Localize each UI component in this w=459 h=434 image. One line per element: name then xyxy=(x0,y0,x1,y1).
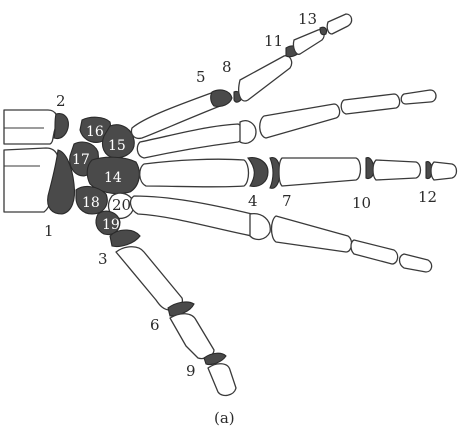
label-7: 7 xyxy=(282,192,292,210)
label-12: 12 xyxy=(418,188,437,206)
little-proximal-phalanx xyxy=(272,216,352,252)
middle-middle-phalanx xyxy=(341,94,399,114)
thumb-proximal-phalanx xyxy=(170,314,214,359)
label-17: 17 xyxy=(72,152,90,168)
index-middle-phalanx xyxy=(293,30,324,55)
ulna-bone xyxy=(4,110,58,144)
thumb xyxy=(110,230,236,395)
index-distal-epiphysis xyxy=(320,27,327,35)
index-proximal-phalanx xyxy=(239,56,292,101)
ring-distal-phalanx xyxy=(431,162,457,180)
ring-middle-phalanx xyxy=(373,160,421,180)
ring-finger xyxy=(140,158,457,189)
index-metacarpal-epiphysis xyxy=(211,90,232,107)
label-8: 8 xyxy=(222,58,232,76)
label-11: 11 xyxy=(264,32,283,50)
little-metacarpal-head xyxy=(250,214,270,240)
label-1: 1 xyxy=(44,222,54,240)
ring-metacarpal xyxy=(140,159,249,187)
middle-metacarpal-head xyxy=(240,121,256,144)
label-2: 2 xyxy=(56,92,66,110)
label-10: 10 xyxy=(352,194,371,212)
little-distal-phalanx xyxy=(400,254,432,272)
ring-proximal-phalanx xyxy=(279,158,361,186)
thumb-metacarpal xyxy=(116,247,182,310)
label-14: 14 xyxy=(104,170,122,186)
little-metacarpal xyxy=(131,196,260,236)
label-3: 3 xyxy=(98,250,108,268)
ring-metacarpal-epiphysis xyxy=(248,158,268,187)
label-19: 19 xyxy=(102,217,120,233)
label-20: 20 xyxy=(112,196,131,214)
label-5: 5 xyxy=(196,68,206,86)
label-6: 6 xyxy=(150,316,160,334)
label-9: 9 xyxy=(186,362,196,380)
label-13: 13 xyxy=(298,10,317,28)
middle-finger xyxy=(137,90,436,158)
little-middle-phalanx xyxy=(351,240,398,264)
ulnar-epiphysis xyxy=(54,114,68,139)
label-4: 4 xyxy=(248,192,258,210)
label-15: 15 xyxy=(108,138,126,154)
index-distal-phalanx xyxy=(327,14,351,34)
label-18: 18 xyxy=(82,195,100,211)
middle-distal-phalanx xyxy=(401,90,436,104)
middle-proximal-phalanx xyxy=(260,104,340,138)
label-16: 16 xyxy=(86,124,104,140)
thumb-distal-phalanx xyxy=(208,364,236,396)
figure-caption: (a) xyxy=(214,409,235,427)
